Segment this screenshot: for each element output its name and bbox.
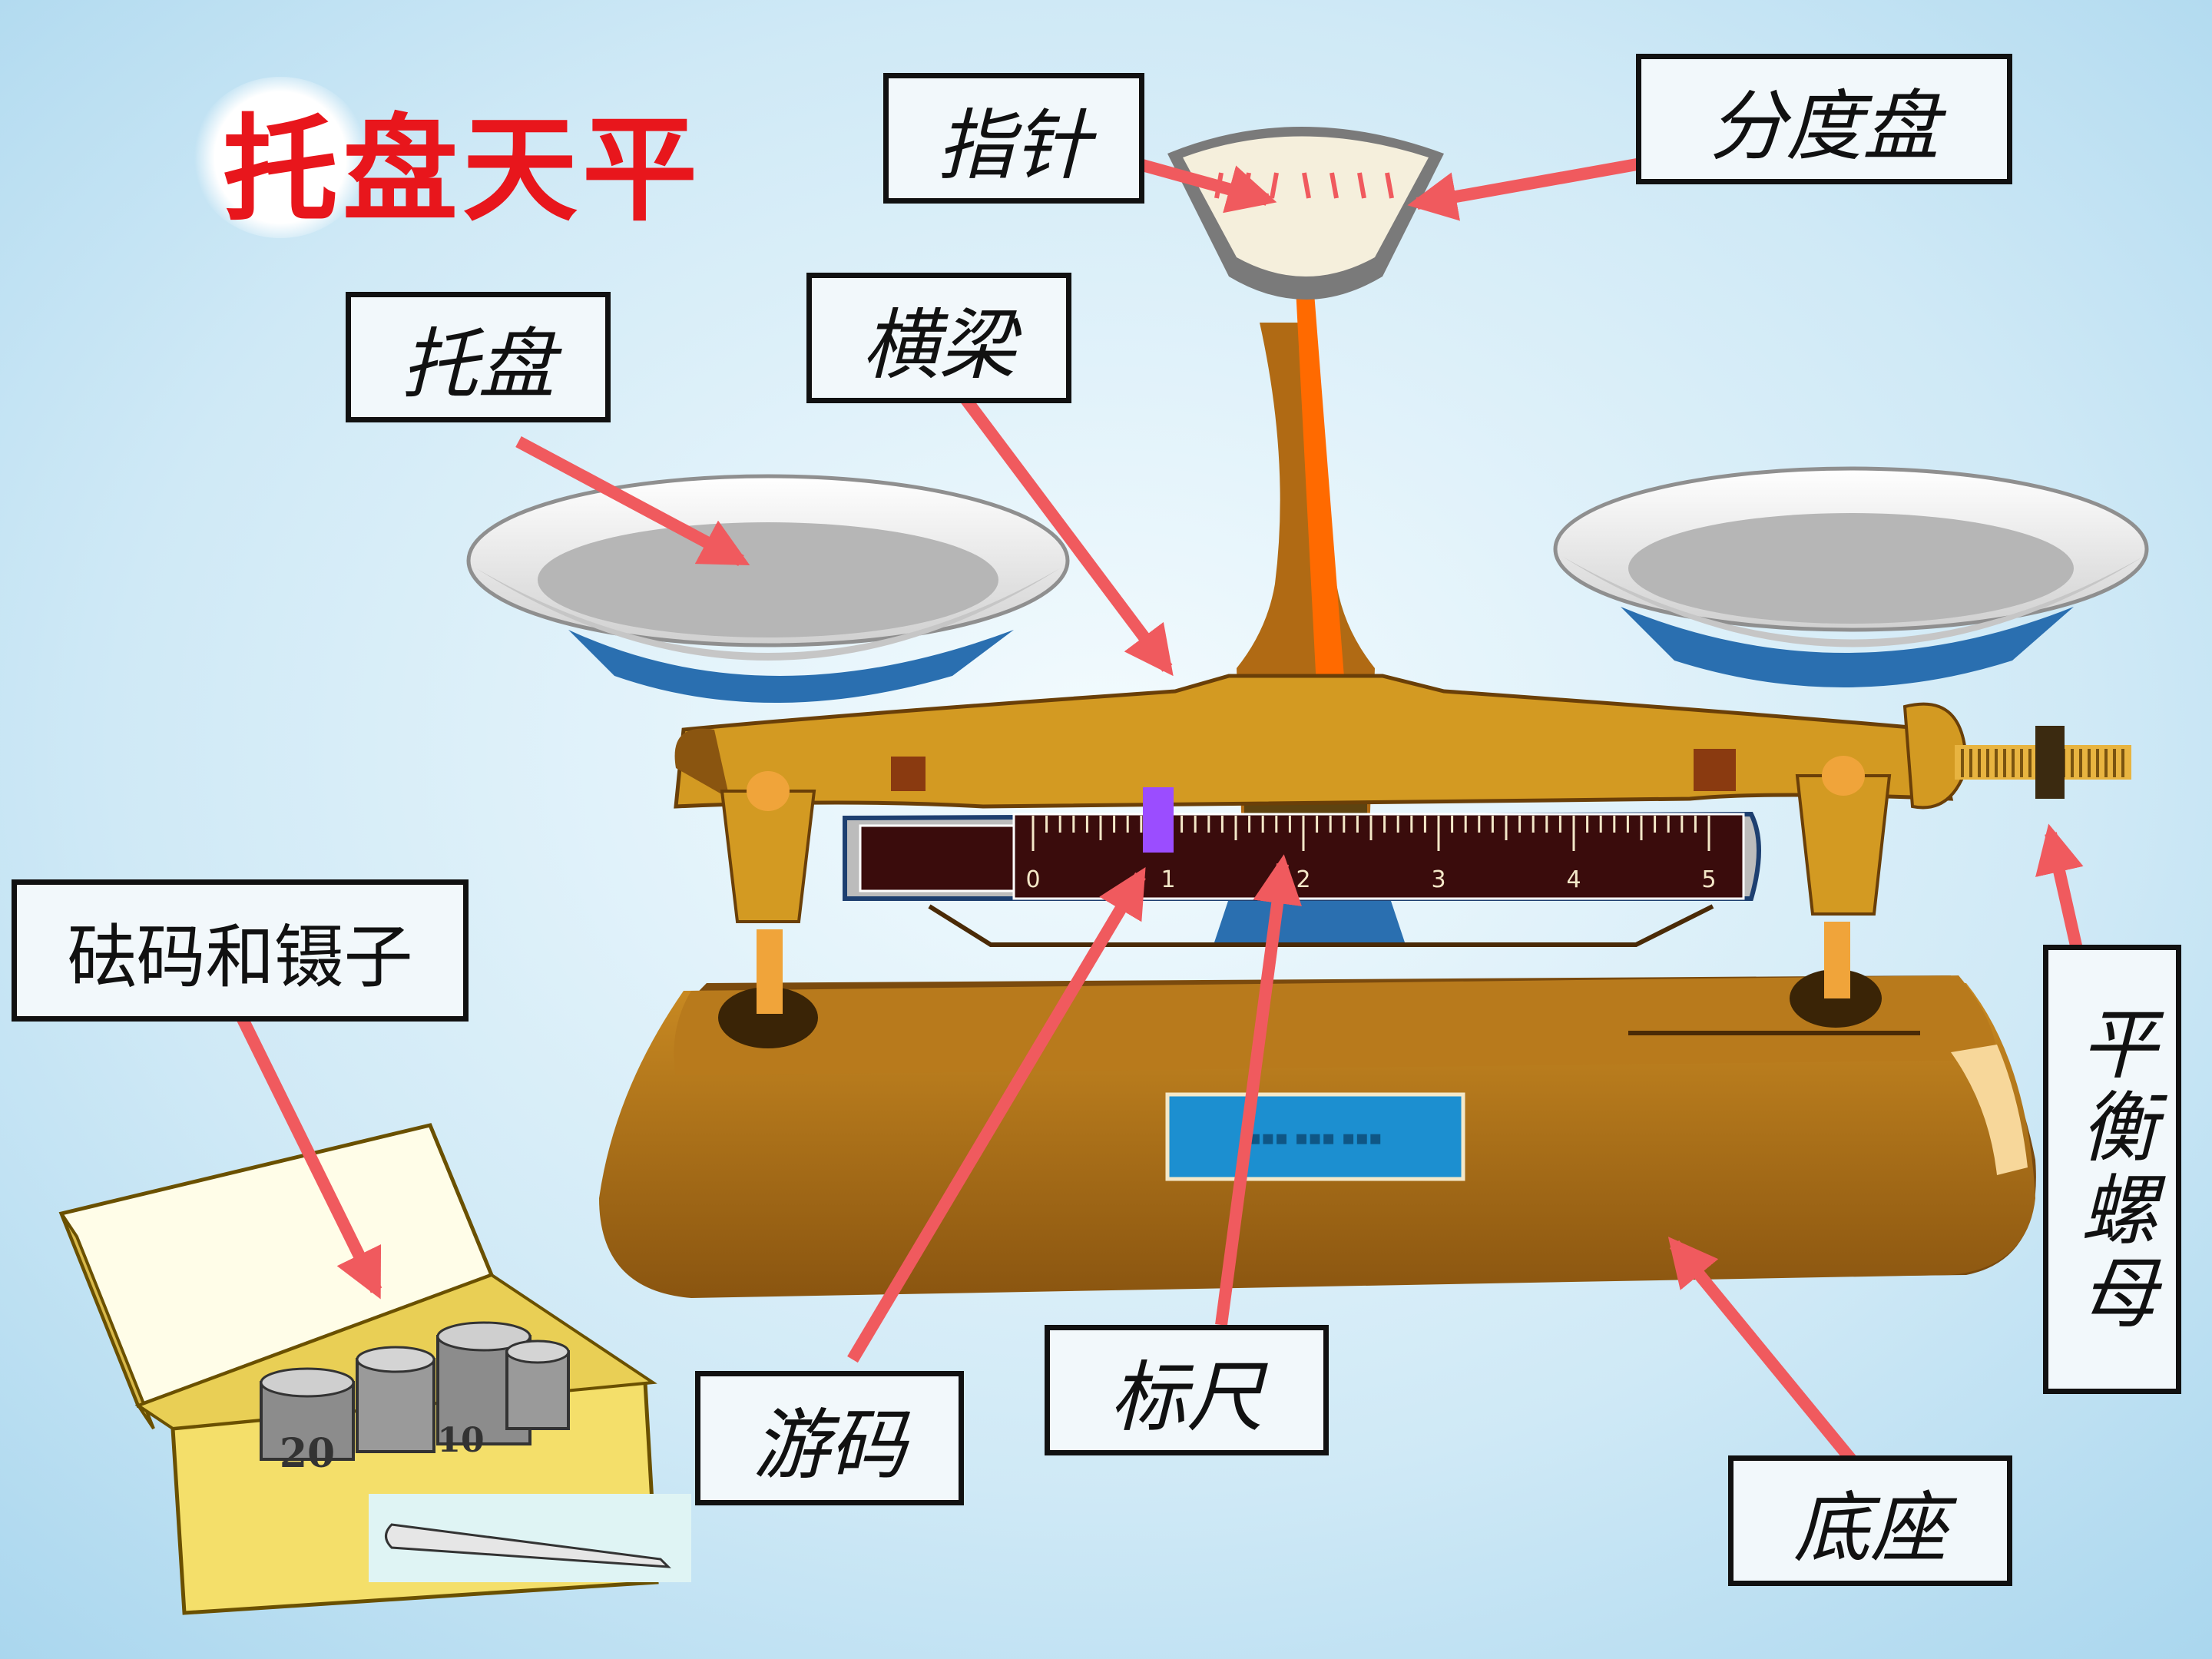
left-pan-inner	[538, 522, 998, 637]
arrow-rider	[847, 867, 1146, 1363]
label-weights: 砝码和镊子	[12, 879, 469, 1022]
dial-tick	[1357, 172, 1366, 199]
label-scale-text: 标尺	[1110, 1352, 1263, 1442]
pointer-needle	[1290, 184, 1352, 776]
right-knife-cap	[1822, 756, 1865, 796]
ruler-body	[1012, 813, 1745, 900]
arrow-scale	[1215, 854, 1302, 1326]
balance-nut-knob	[2035, 726, 2065, 799]
right-pan-stem	[1621, 607, 2074, 687]
label-rider: 游码	[695, 1371, 964, 1505]
weight-mark-20: 20	[280, 1430, 335, 1477]
label-scale: 标尺	[1045, 1325, 1329, 1455]
label-base: 底座	[1728, 1455, 2012, 1586]
rider[interactable]	[1143, 787, 1174, 853]
label-dial-text: 分度盘	[1709, 81, 1939, 171]
label-beam: 横梁	[806, 273, 1071, 403]
beam-left-stop	[891, 757, 926, 791]
left-pan-stem	[568, 630, 1014, 703]
dial-tick	[1302, 172, 1311, 199]
page-title: 托盘天平	[223, 102, 703, 237]
dial-tick	[1330, 172, 1339, 199]
beam-body	[674, 674, 1954, 809]
ruler-number: 0	[1025, 866, 1040, 893]
label-weights-text: 砝码和镊子	[67, 916, 413, 998]
ruler-number: 1	[1161, 866, 1175, 893]
ruler-number: 4	[1566, 866, 1581, 893]
label-pointer: 指针	[883, 73, 1144, 204]
label-rider-text: 游码	[753, 1400, 906, 1490]
label-base-text: 底座	[1793, 1482, 1947, 1573]
ruler-number: 3	[1431, 866, 1445, 893]
right-knife-post	[1795, 774, 1892, 916]
arrow-weights	[236, 1015, 382, 1300]
base-nameplate-text: ▪▪▪ ▪▪▪ ▪▪▪	[1247, 1127, 1382, 1150]
label-balance-nut: 平衡螺母	[2043, 945, 2181, 1394]
right-pan-inner	[1628, 513, 2074, 624]
weight-mark-10: 10	[437, 1421, 484, 1460]
ruler-number: 5	[1701, 866, 1716, 893]
left-pan-bowl	[476, 568, 1060, 661]
beam-right-stop	[1694, 749, 1736, 791]
beam-left-hook	[674, 728, 730, 799]
left-knife-cap	[747, 771, 790, 811]
dial-tick	[1385, 172, 1394, 199]
arrow-base	[1667, 1237, 1856, 1464]
screw-threads	[1961, 749, 2124, 777]
weights-set	[260, 1321, 570, 1461]
label-tray-text: 托盘	[401, 319, 555, 409]
ruler-slot	[859, 824, 1023, 892]
right-support-post	[1824, 922, 1850, 998]
label-tray: 托盘	[346, 292, 611, 422]
arrow-beam	[955, 388, 1174, 677]
arrow-tray	[515, 435, 750, 567]
left-support-post	[757, 929, 783, 1014]
annotation-arrows	[236, 144, 2084, 1464]
ruler-stand	[928, 904, 1714, 947]
tweezers[interactable]	[385, 1523, 671, 1568]
label-pointer-text: 指针	[937, 100, 1091, 190]
label-balance-nut-text: 平衡螺母	[2067, 1003, 2157, 1336]
label-dial: 分度盘	[1636, 54, 2012, 184]
base-top	[674, 975, 1997, 1075]
ruler-number: 2	[1296, 866, 1310, 893]
ruler-ticks	[1031, 816, 1710, 851]
weight-box-lid-edge	[60, 1212, 155, 1430]
base-nameplate	[1165, 1092, 1465, 1181]
arrow-balance-nut	[2035, 823, 2084, 954]
right-pan-bowl	[1563, 557, 2143, 647]
left-support-hole	[718, 987, 818, 1048]
label-beam-text: 横梁	[862, 300, 1016, 390]
base-highlight	[1951, 1045, 2028, 1175]
title-glow	[192, 77, 369, 238]
